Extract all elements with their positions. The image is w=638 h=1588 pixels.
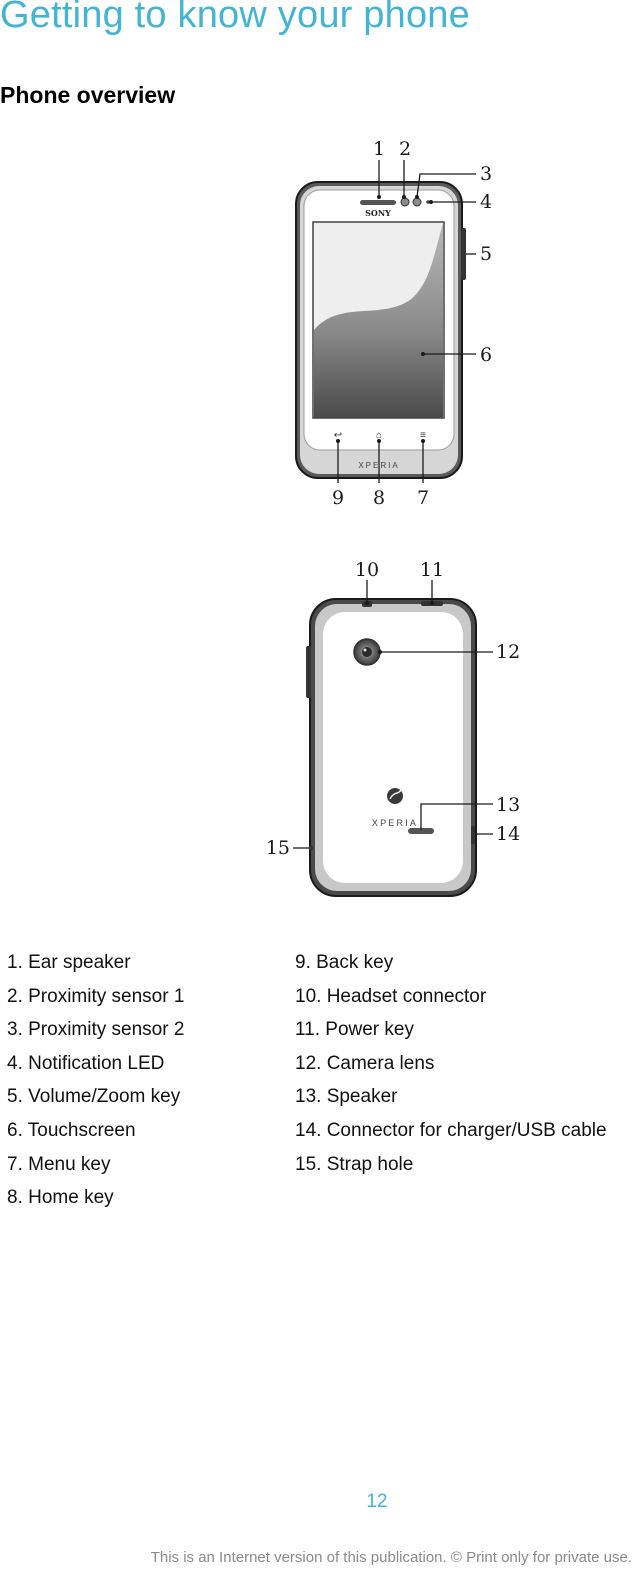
legend-item: 1. Ear speaker	[7, 952, 131, 973]
section-heading: Phone overview	[0, 82, 176, 108]
phone-overview-figure: SONY ↩ ⌂ ≡ XPERIA	[266, 138, 520, 897]
legend-item: 5. Volume/Zoom key	[7, 1086, 181, 1108]
front-leader-dots	[336, 195, 433, 443]
legend-left-column: 1. Ear speaker 2. Proximity sensor 1 3. …	[7, 946, 184, 1215]
back-leaders	[293, 580, 493, 849]
callout-3: 3	[480, 163, 492, 185]
notification-led-shape	[426, 200, 430, 204]
callout-9: 9	[332, 487, 344, 509]
legend-item: 13. Speaker	[295, 1086, 398, 1108]
front-model-text: XPERIA	[358, 461, 399, 470]
callout-2: 2	[399, 138, 411, 160]
callout-7: 7	[417, 487, 429, 509]
page-title: Getting to know your phone	[0, 0, 470, 36]
legend-item: 2. Proximity sensor 1	[7, 985, 185, 1007]
phone-illustration: SONY ↩ ⌂ ≡ XPERIA	[266, 138, 520, 897]
ear-speaker-shape	[360, 200, 396, 205]
legend-item: 14. Connector for charger/USB cable	[295, 1119, 607, 1141]
legend-item: 8. Home key	[7, 1187, 114, 1209]
legend-item: 11. Power key	[295, 1019, 414, 1041]
home-key-icon: ⌂	[376, 430, 382, 441]
callout-12: 12	[496, 641, 520, 663]
page-number: 12	[366, 1491, 388, 1512]
callout-13: 13	[496, 794, 520, 816]
proximity-sensor-1-shape	[400, 197, 410, 207]
callout-5: 5	[480, 243, 492, 265]
callout-6: 6	[480, 344, 492, 366]
back-model-text: XPERIA	[372, 818, 418, 828]
legend-item: 4. Notification LED	[7, 1052, 165, 1074]
back-leader-dots	[365, 601, 434, 654]
callout-1: 1	[373, 138, 385, 160]
legend-item: 15. Strap hole	[295, 1153, 414, 1175]
legend-right-column: 9. Back key 10. Headset connector 11. Po…	[295, 946, 607, 1181]
menu-key-icon: ≡	[420, 430, 426, 441]
legend-item: 12. Camera lens	[295, 1052, 435, 1074]
callout-10: 10	[355, 559, 379, 581]
front-phone: SONY ↩ ⌂ ≡ XPERIA	[295, 181, 466, 479]
legend-item: 6. Touchscreen	[7, 1119, 136, 1141]
callout-14: 14	[496, 823, 520, 845]
speaker-shape	[408, 828, 434, 834]
volume-key-shape	[461, 228, 466, 280]
legend-item: 10. Headset connector	[295, 985, 487, 1007]
back-key-icon: ↩	[334, 430, 342, 441]
footer-note: This is an Internet version of this publ…	[150, 1549, 632, 1566]
back-phone: XPERIA	[306, 598, 477, 897]
legend-item: 9. Back key	[295, 952, 394, 973]
callout-8: 8	[373, 487, 385, 509]
proximity-sensor-2-shape	[412, 197, 422, 207]
legend-item: 7. Menu key	[7, 1153, 111, 1175]
front-brand-text: SONY	[365, 208, 391, 218]
callout-4: 4	[480, 191, 492, 213]
legend-item: 3. Proximity sensor 2	[7, 1019, 185, 1041]
callout-15: 15	[266, 837, 290, 859]
callout-11: 11	[420, 559, 444, 581]
front-leaders	[337, 160, 476, 483]
